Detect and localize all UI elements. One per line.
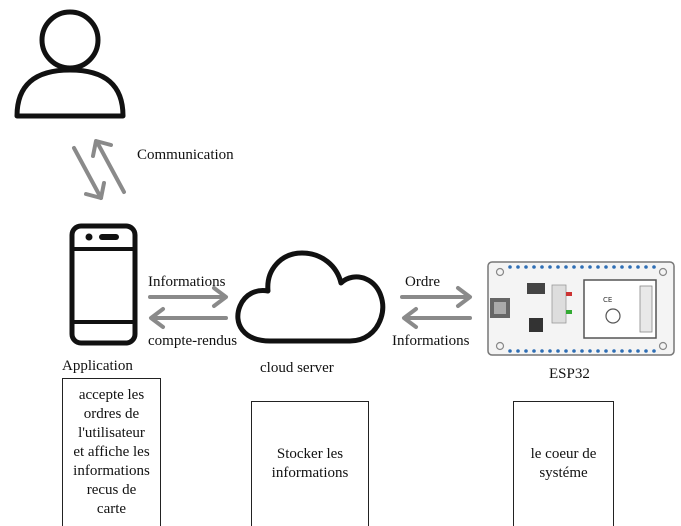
pin-header-dot xyxy=(636,349,640,353)
pin-header-dot xyxy=(596,349,600,353)
pin-header-dot xyxy=(532,265,536,269)
pin-header-dot xyxy=(636,265,640,269)
pin-header-dot xyxy=(548,349,552,353)
pin-header-dot xyxy=(532,349,536,353)
pin-header-dot xyxy=(564,349,568,353)
informations-left-label: Informations xyxy=(148,274,226,290)
pin-header-dot xyxy=(628,349,632,353)
pin-header-dot xyxy=(604,349,608,353)
pin-header-dot xyxy=(604,265,608,269)
pin-header-dot xyxy=(580,349,584,353)
pin-header-dot xyxy=(548,265,552,269)
application-description-box: accepte les ordres de l'utilisateur et a… xyxy=(62,378,161,526)
application-label: Application xyxy=(62,358,133,374)
pin-header-dot xyxy=(628,265,632,269)
pin-header-dot xyxy=(588,265,592,269)
application-description-text: accepte les ordres de l'utilisateur et a… xyxy=(73,387,150,517)
pin-header-dot xyxy=(564,265,568,269)
pin-header-dot xyxy=(540,349,544,353)
communication-label: Communication xyxy=(137,147,234,163)
esp32-description-text: le coeur de systéme xyxy=(530,446,597,481)
pin-header-dot xyxy=(556,349,560,353)
pin-header-dot xyxy=(644,349,648,353)
pin-header-dot xyxy=(516,265,520,269)
pin-header-dot xyxy=(556,265,560,269)
pin-header-dot xyxy=(524,265,528,269)
compte-rendus-label: compte-rendus xyxy=(148,333,238,349)
pin-header-dot xyxy=(540,265,544,269)
informations-right-label: Informations xyxy=(392,333,470,349)
pin-header-dot xyxy=(652,265,656,269)
pin-header-dot xyxy=(508,349,512,353)
svg-text:CE: CE xyxy=(603,296,612,304)
pin-header-dot xyxy=(612,349,616,353)
ordre-label: Ordre xyxy=(405,274,440,290)
cloud-description-text: Stocker les informations xyxy=(271,446,349,481)
pin-header-dot xyxy=(620,265,624,269)
pin-header-dot xyxy=(572,265,576,269)
pin-header-dot xyxy=(572,349,576,353)
pin-header-dot xyxy=(508,265,512,269)
pin-header-dot xyxy=(516,349,520,353)
pin-header-dot xyxy=(596,265,600,269)
esp32-label: ESP32 xyxy=(549,366,590,382)
pin-header-dot xyxy=(652,349,656,353)
esp32-description-box: le coeur de systéme xyxy=(513,401,614,526)
pin-header-dot xyxy=(524,349,528,353)
cloud-description-box: Stocker les informations xyxy=(251,401,369,526)
pin-header-dot xyxy=(588,349,592,353)
pin-header-dot xyxy=(580,265,584,269)
pin-header-dot xyxy=(612,265,616,269)
pin-header-dot xyxy=(620,349,624,353)
cloud-server-label: cloud server xyxy=(260,360,334,376)
pin-header-dot xyxy=(644,265,648,269)
